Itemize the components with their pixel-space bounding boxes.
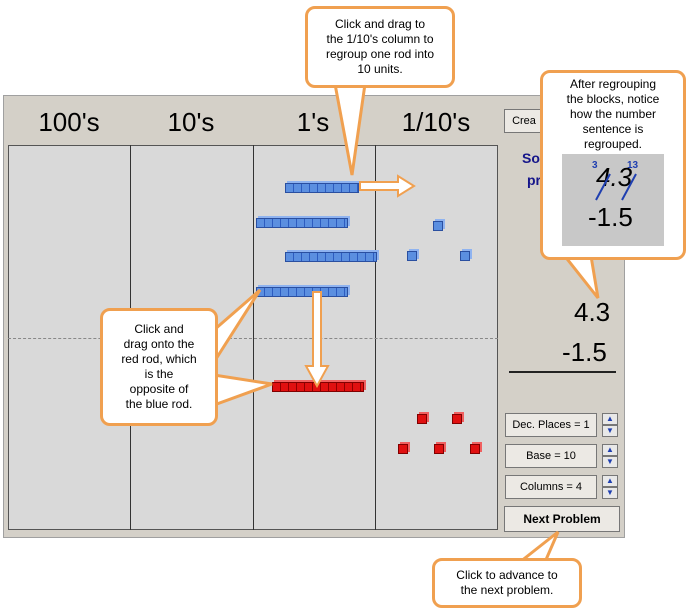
columns-field: Columns = 4 — [505, 475, 597, 499]
column-header-tens: 10's — [167, 106, 215, 137]
red-unit[interactable] — [398, 444, 408, 454]
callout-line: opposite of — [129, 382, 189, 396]
blue-unit[interactable] — [460, 251, 470, 261]
callout-line: 10 units. — [357, 62, 403, 76]
callout-line: drag onto the — [123, 337, 195, 351]
column-header-tenths: 1/10's — [401, 106, 471, 137]
down-arrow-icon[interactable]: ▼ — [602, 487, 618, 499]
up-arrow-icon[interactable]: ▲ — [602, 413, 618, 425]
blue-unit[interactable] — [433, 221, 443, 231]
dec-places-field: Dec. Places = 1 — [505, 413, 597, 437]
next-problem-button[interactable]: Next Problem — [504, 506, 620, 532]
blue-unit[interactable] — [407, 251, 417, 261]
strike-marks — [595, 173, 637, 201]
red-unit[interactable] — [470, 444, 480, 454]
column-divider — [253, 145, 254, 530]
column-header-ones: 1's — [296, 106, 330, 137]
callout-line: the blocks, notice — [566, 92, 660, 106]
callout-line: Click and drag to — [334, 17, 426, 31]
callout-line: After regrouping — [569, 77, 657, 91]
callout-after-regrouping: After regrouping the blocks, notice how … — [540, 70, 686, 260]
columns-spinner: ▲ ▼ — [602, 475, 618, 499]
top-number: 4.3 — [574, 297, 611, 327]
red-unit[interactable] — [434, 444, 444, 454]
callout-line: red rod, which — [121, 352, 197, 366]
blue-rod[interactable] — [285, 183, 359, 193]
callout-line: is the — [144, 367, 174, 381]
sign-divider — [8, 338, 498, 339]
callout-line: the 1/10's column to — [326, 32, 434, 46]
carry-left: 3 — [592, 160, 598, 171]
down-arrow-icon[interactable]: ▼ — [602, 456, 618, 468]
down-arrow-icon[interactable]: ▼ — [602, 425, 618, 437]
callout-line: the next problem. — [460, 583, 554, 597]
right-arrow — [359, 174, 416, 198]
red-unit[interactable] — [452, 414, 462, 424]
column-headers: 100's 10's 1's 1/10's — [8, 100, 498, 144]
callout-line: regroup one rod into — [325, 47, 435, 61]
up-arrow-icon[interactable]: ▲ — [602, 444, 618, 456]
regroup-bottom: -1.5 — [588, 202, 633, 232]
blue-rod[interactable] — [256, 218, 348, 228]
dec-places-spinner: ▲ ▼ — [602, 413, 618, 437]
callout-drag-to-tenths: Click and drag to the 1/10's column to r… — [305, 6, 455, 88]
base-field: Base = 10 — [505, 444, 597, 468]
callout-line: regrouped. — [583, 137, 643, 151]
callout-drag-onto-red: Click and drag onto the red rod, which i… — [100, 308, 218, 426]
bottom-number: -1.5 — [562, 337, 607, 367]
carry-right: 13 — [627, 160, 639, 171]
callout-line: Click to advance to — [456, 568, 558, 582]
callout-line: sentence is — [582, 122, 644, 136]
red-unit[interactable] — [417, 414, 427, 424]
up-arrow-icon[interactable]: ▲ — [602, 475, 618, 487]
blue-rod[interactable] — [285, 252, 377, 262]
column-header-hundreds: 100's — [38, 106, 100, 137]
callout-line: how the number — [569, 107, 657, 121]
callout-line: Click and — [134, 322, 184, 336]
base-spinner: ▲ ▼ — [602, 444, 618, 468]
problem-title-line1: So — [522, 150, 540, 166]
sum-rule — [509, 371, 616, 373]
problem-title-line2: pr — [527, 172, 541, 188]
callout-next-problem: Click to advance to the next problem. — [432, 558, 582, 608]
column-divider — [375, 145, 376, 530]
regroup-example: 3 13 4.3 -1.5 — [562, 154, 664, 246]
callout-line: the blue rod. — [125, 397, 193, 411]
down-arrow — [304, 291, 330, 388]
